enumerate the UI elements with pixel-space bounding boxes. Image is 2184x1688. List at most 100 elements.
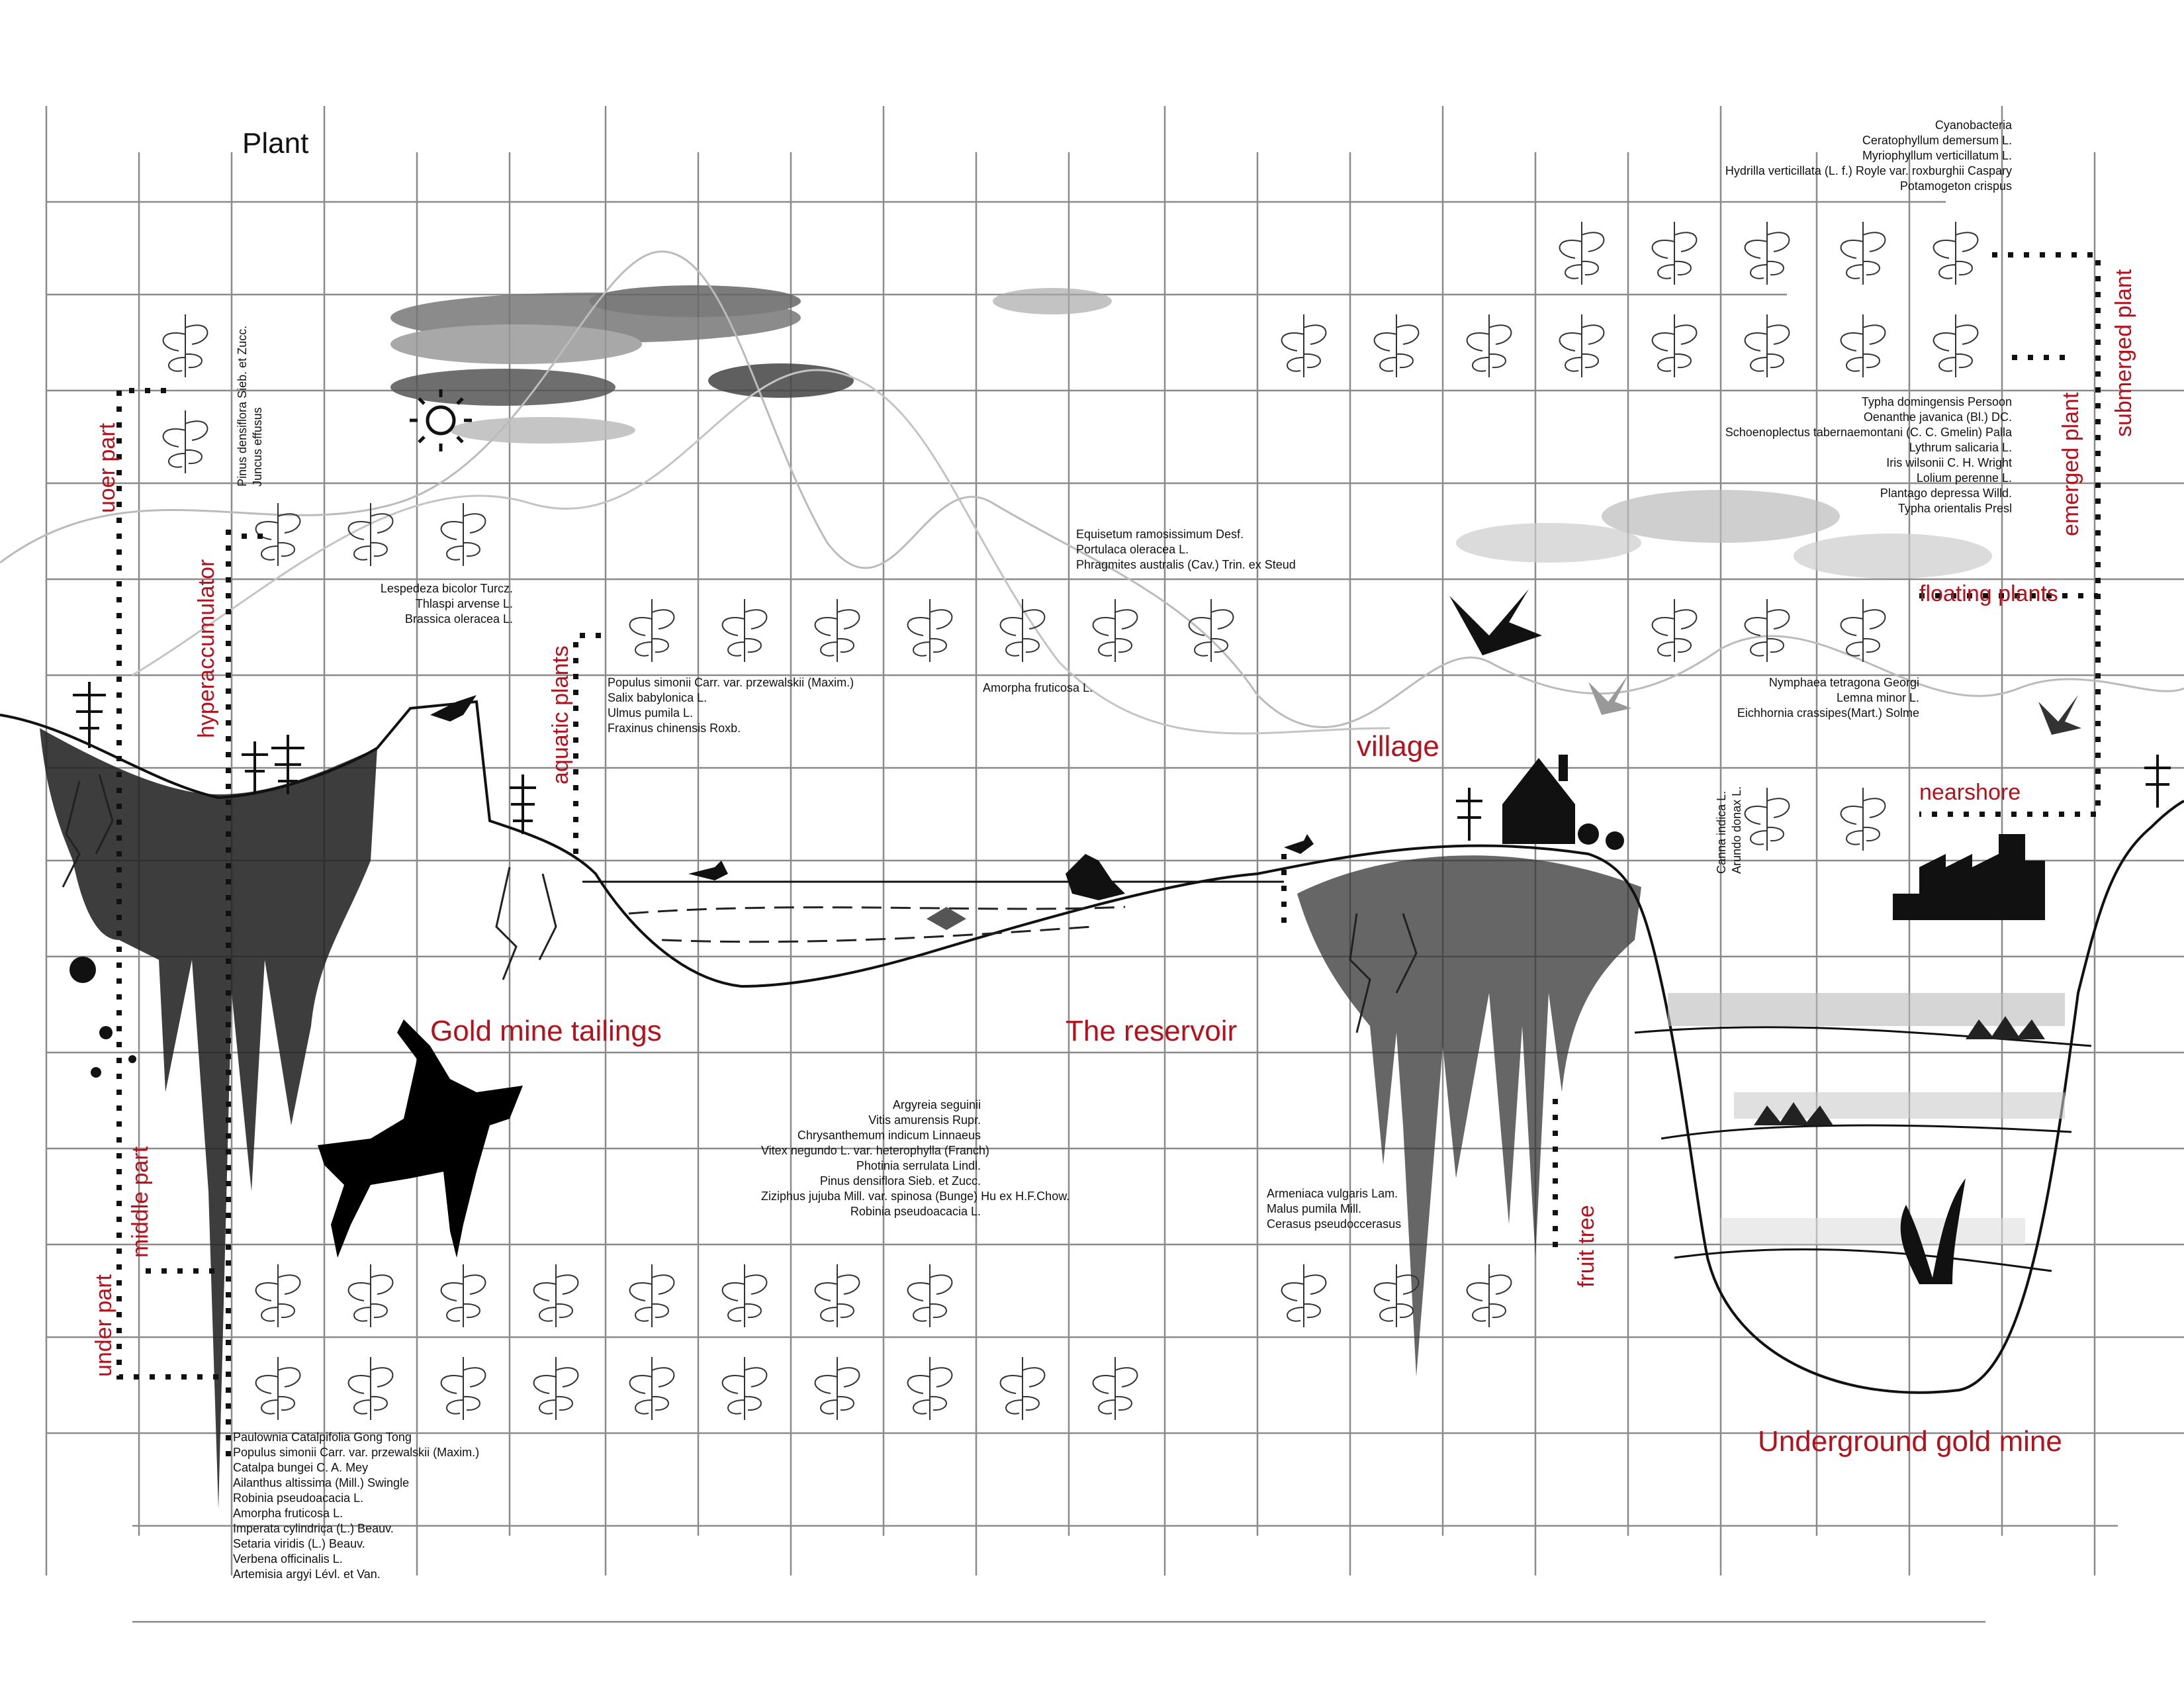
species-name: Lythrum salicaria L. [1909, 441, 2012, 454]
terrain-section [0, 700, 2184, 1509]
underground-layer-1 [1634, 1026, 2092, 1047]
species-name: Amorpha fruticosa L. [983, 681, 1093, 694]
label-upper-part: uoer part [95, 422, 120, 513]
village-ink-mass [1297, 855, 1641, 1377]
underground-vegetation-band-3 [1721, 1218, 2025, 1244]
species-name: Vitex negundo L. var. heterophylla (Fran… [761, 1144, 989, 1157]
species-name: Ziziphus jujuba Mill. var. spinosa (Bung… [761, 1190, 1070, 1203]
ground-profile-line [0, 700, 2184, 1394]
water-dashed-line-2 [661, 925, 1093, 943]
species-name: Paulownia Catalpifolia Gong Tong [233, 1430, 412, 1444]
underground-layer-3 [1674, 1248, 2052, 1272]
species-name: Portulaca oleracea L. [1076, 543, 1189, 556]
plant-sketch-icon [533, 1357, 579, 1420]
plant-sketch-icon [440, 503, 486, 566]
cloud-icon-light [993, 288, 1992, 579]
lotus-icon [1754, 1102, 1833, 1125]
species-name: Setaria viridis (L.) Beauv. [233, 1537, 365, 1550]
species-name: Vitis amurensis Rupr. [868, 1113, 981, 1127]
species-name: Ulmus pumila L. [608, 706, 694, 720]
plant-sketch-icon [1840, 314, 1886, 377]
plant-sketch-icon [440, 1264, 486, 1327]
plant-sketch-icon [1559, 222, 1605, 285]
species-name: Salix babylonica L. [608, 691, 707, 704]
species-name: Potamogeton crispus [1899, 179, 2012, 193]
species-name: Lolium perenne L. [1916, 471, 2012, 485]
plant-sketch-icon [255, 1264, 301, 1327]
species-name: Juncus effusus [251, 407, 264, 487]
label-gold-mine-tailings: Gold mine tailings [430, 1015, 662, 1047]
plant-sketch-icon [629, 1264, 675, 1327]
species-list-emerged: Typha domingensis Persoon Oenanthe javan… [1602, 395, 2012, 516]
factory-icon [1893, 834, 2045, 920]
plant-sketch-icon [347, 503, 394, 566]
root-lines [62, 774, 1418, 1033]
species-name: Thlaspi arvense L. [415, 597, 513, 610]
plant-sketch-icon [162, 410, 208, 473]
species-name: Ailanthus altissima (Mill.) Swingle [233, 1476, 410, 1489]
duck-icon-2 [1284, 834, 1314, 854]
tailings-ink-mass [40, 728, 377, 1509]
cloud-icon [390, 285, 854, 444]
species-name: Chrysanthemum indicum Linnaeus [797, 1129, 981, 1142]
species-name: Typha orientalis Presl [1897, 502, 2012, 515]
crow-icon [430, 695, 477, 722]
species-name: Brassica oleracea L. [404, 612, 513, 626]
plant-sketch-icon [347, 1264, 394, 1327]
deer-icon [318, 1019, 523, 1258]
species-name: Pinus densiflora Sieb. et Zucc. [819, 1174, 981, 1188]
plant-sketch-icon [629, 1357, 675, 1420]
species-list-floating: Nymphaea tetragona Georgi Lemna minor L.… [1655, 675, 1919, 721]
species-name: Pinus densiflora Sieb. et Zucc. [236, 325, 249, 487]
species-name: Fraxinus chinensis Roxb. [608, 722, 741, 735]
species-name: Schoenoplectus tabernaemontani (C. C. Gm… [1725, 426, 2012, 439]
bird-icon-grey [1588, 675, 1631, 715]
label-underground-gold-mine: Underground gold mine [1758, 1425, 2062, 1458]
plant-sketch-icon [1373, 314, 1420, 377]
plant-sketch-icon [1651, 599, 1698, 662]
species-name: Phragmites australis (Cav.) Trin. ex Ste… [1076, 558, 1296, 571]
species-name: Catalpa bungei C. A. Mey [233, 1461, 369, 1474]
plant-sketch-icon [440, 1357, 486, 1420]
plant-sketch-icon [533, 1264, 579, 1327]
plant-sketch-icon [814, 599, 860, 662]
plant-sketch-icon [1651, 314, 1698, 377]
plant-sketch-icon [1744, 222, 1790, 285]
plant-illustration-tiles [162, 222, 1979, 1420]
species-list-nearshore: Canna indica L. Arundo donax L. [1714, 786, 1745, 874]
label-submerged-plant: submerged plant [2111, 269, 2136, 437]
species-name: Plantago depressa Willd. [1880, 487, 2012, 500]
species-name: Arundo donax L. [1730, 786, 1743, 874]
plant-sketch-icon [1559, 314, 1605, 377]
plant-sketch-icon [1466, 314, 1512, 377]
plant-sketch-icon [814, 1357, 860, 1420]
species-name: Verbena officinalis L. [233, 1552, 343, 1566]
plant-sketch-icon [907, 1357, 953, 1420]
species-name: Imperata cylindrica (L.) Beauv. [233, 1522, 394, 1535]
label-aquatic-plants: aquatic plants [548, 645, 573, 784]
plant-sketch-icon [1281, 1264, 1327, 1327]
species-name: Nymphaea tetragona Georgi [1768, 676, 1919, 689]
plant-sketch-icon [1744, 314, 1790, 377]
underground-layer-2 [1661, 1124, 2072, 1140]
species-name: Robinia pseudoacacia L. [233, 1491, 364, 1505]
species-name: Equisetum ramosissimum Desf. [1076, 528, 1244, 541]
plant-sketch-icon [1840, 788, 1886, 851]
plant-sketch-icon [1188, 599, 1234, 662]
species-name: Lemna minor L. [1836, 691, 1919, 704]
sun-icon [410, 389, 472, 451]
species-list-pinus-juncus: Pinus densiflora Sieb. et Zucc. Juncus e… [235, 326, 265, 487]
plant-sketch-icon [721, 599, 768, 662]
underground-vegetation-band [1668, 993, 2065, 1026]
plant-sketch-icon [255, 503, 301, 566]
species-name: Typha domingensis Persoon [1861, 395, 2012, 408]
label-village: village [1357, 730, 1439, 763]
species-name: Robinia pseudoacacia L. [850, 1205, 981, 1218]
species-name: Argyreia seguinii [892, 1098, 981, 1111]
plant-sketch-icon [1092, 599, 1138, 662]
plant-sketch-icon [347, 1357, 394, 1420]
species-name: Artemisia argyi Lévl. et Van. [233, 1568, 381, 1581]
species-list-fruit-tree: Armeniaca vulgaris Lam. Malus pumila Mil… [1267, 1186, 1401, 1232]
label-middle-part: middle part [128, 1146, 153, 1258]
